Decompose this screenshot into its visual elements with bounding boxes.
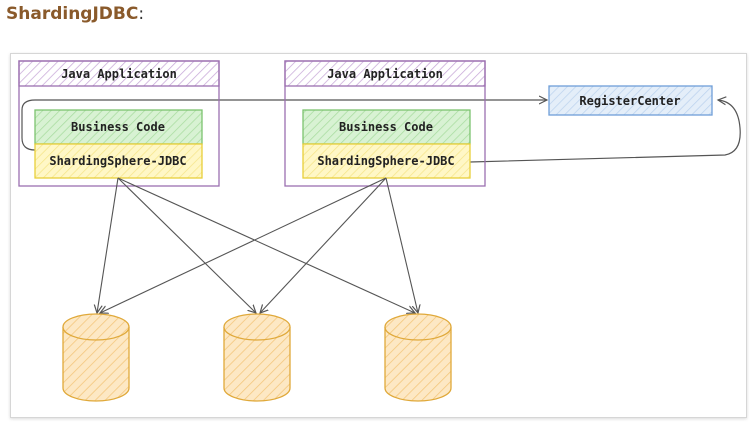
app-title-right: Java Application [327, 67, 443, 81]
java-app-left: Java Application Business Code ShardingS… [18, 60, 220, 187]
register-center-label: RegisterCenter [579, 94, 680, 108]
register-link-right [469, 100, 741, 163]
link-right-db1 [100, 177, 387, 313]
business-code-label-left: Business Code [71, 120, 165, 134]
link-right-db2 [260, 177, 387, 313]
database-2 [223, 313, 291, 402]
link-right-db3 [385, 177, 418, 313]
link-left-db1 [97, 177, 119, 313]
register-center: RegisterCenter [548, 85, 713, 116]
jdbc-label-left: ShardingSphere-JDBC [49, 154, 186, 168]
register-link-left [21, 100, 547, 151]
link-left-db2 [117, 177, 256, 313]
database-1 [62, 313, 130, 402]
database-3 [384, 313, 452, 402]
java-app-right: Java Application Business Code ShardingS… [284, 60, 486, 187]
business-code-label-right: Business Code [339, 120, 433, 134]
link-left-db3 [117, 177, 415, 313]
business-code-box-right [302, 109, 471, 145]
app-title-left: Java Application [61, 67, 177, 81]
jdbc-box-right [302, 143, 471, 179]
page-heading: ShardingJDBC: [6, 4, 144, 24]
jdbc-box-left [34, 143, 203, 179]
jdbc-label-right: ShardingSphere-JDBC [317, 154, 454, 168]
heading-title: ShardingJDBC [6, 4, 139, 24]
db-connections [97, 177, 418, 313]
heading-colon: : [138, 4, 145, 24]
